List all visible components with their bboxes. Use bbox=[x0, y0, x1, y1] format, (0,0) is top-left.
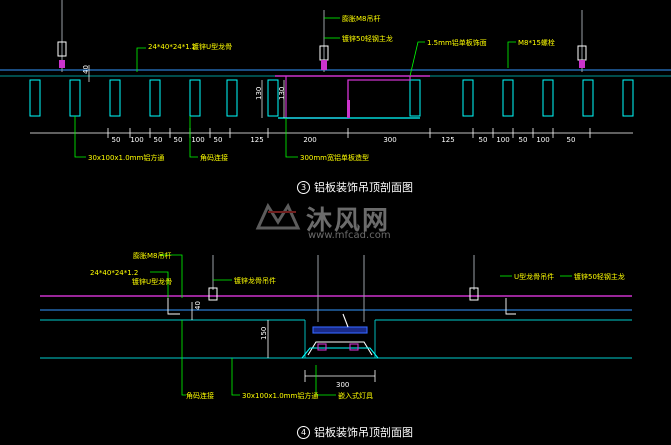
section-number: 3 bbox=[297, 180, 310, 194]
watermark-url: www.mfcad.com bbox=[308, 230, 391, 241]
label-edge: 角码连接 bbox=[186, 391, 214, 400]
trough-panel bbox=[278, 76, 420, 119]
label-keel-hanger: U型龙骨吊件 bbox=[514, 272, 554, 281]
label-alu-tube: 30x100x1.0mm铝方通 bbox=[88, 153, 164, 162]
dim-40: 40 bbox=[82, 65, 90, 74]
label-hanger-rod: 膨胀M8吊杆 bbox=[133, 251, 172, 260]
label-alu-panel: 1.5mm铝单板饰面 bbox=[427, 38, 487, 47]
dim-40: 40 bbox=[194, 301, 202, 310]
hanger-rods-2 bbox=[212, 255, 475, 322]
section-2-caption: 4 铝板装饰吊顶剖面图 bbox=[297, 424, 413, 440]
dim-130: 130 bbox=[278, 87, 286, 100]
dim-300: 300 bbox=[336, 381, 349, 389]
dim-label: 300 bbox=[383, 136, 396, 144]
section-title: 铝板装饰吊顶剖面图 bbox=[314, 426, 413, 439]
dim-label: 125 bbox=[441, 136, 454, 144]
dim-label: 50 bbox=[154, 136, 163, 144]
dim-label: 50 bbox=[567, 136, 576, 144]
section-2: 300 150 40 膨胀M8吊杆 24*40*24*1.2 镀锌U型龙骨 镀锌… bbox=[40, 251, 632, 400]
label-angle-spec: 24*40*24*1.2 bbox=[148, 43, 196, 51]
dim-label: 100 bbox=[191, 136, 204, 144]
label-trough: 300mm宽铝单板造型 bbox=[300, 153, 369, 162]
aluminium-tubes bbox=[29, 79, 634, 117]
dim-label: 50 bbox=[174, 136, 183, 144]
label-angle-name: 镀锌U型龙骨 bbox=[132, 277, 172, 286]
light-fixture bbox=[301, 313, 379, 359]
dimension-labels: 50 100 50 50 100 50 125 200 300 125 50 1… bbox=[112, 136, 576, 144]
label-angle-spec: 24*40*24*1.2 bbox=[90, 269, 138, 277]
section-number: 4 bbox=[297, 425, 310, 439]
section-1: 50 100 50 50 100 50 125 200 300 125 50 1… bbox=[0, 0, 671, 162]
leaders-2 bbox=[150, 254, 572, 396]
label-edge: 角码连接 bbox=[200, 153, 228, 162]
label-angle-name: 镀锌U型龙骨 bbox=[192, 42, 232, 51]
label-trough-light: 嵌入式灯具 bbox=[338, 391, 373, 400]
annotations: 膨胀M8吊杆 镀锌50轻钢主龙 1.5mm铝单板饰面 M8*15螺栓 24*40… bbox=[88, 14, 555, 162]
dim-130: 130 bbox=[255, 87, 263, 100]
section-title: 铝板装饰吊顶剖面图 bbox=[314, 181, 413, 194]
dim-label: 100 bbox=[536, 136, 549, 144]
watermark-name: 沐风网 bbox=[306, 206, 391, 236]
dim-label: 100 bbox=[130, 136, 143, 144]
dim-label: 50 bbox=[214, 136, 223, 144]
label-main-keel: 镀锌50轻钢主龙 bbox=[574, 272, 625, 281]
dim-label: 50 bbox=[479, 136, 488, 144]
label-main-keel: 镀锌50轻钢主龙 bbox=[342, 34, 393, 43]
dim-label: 50 bbox=[112, 136, 121, 144]
label-connector: 镀锌龙骨吊件 bbox=[234, 276, 276, 285]
section-1-caption: 3 铝板装饰吊顶剖面图 bbox=[297, 179, 413, 195]
label-hanger-rod: 膨胀M8吊杆 bbox=[342, 14, 381, 23]
label-alu-tube: 30x100x1.0mm铝方通 bbox=[242, 391, 318, 400]
dim-label: 100 bbox=[496, 136, 509, 144]
annotations-2: 膨胀M8吊杆 24*40*24*1.2 镀锌U型龙骨 镀锌龙骨吊件 U型龙骨吊件… bbox=[90, 251, 625, 400]
leaders bbox=[74, 17, 516, 158]
dim-label: 50 bbox=[519, 136, 528, 144]
label-bolt: M8*15螺栓 bbox=[518, 38, 555, 47]
watermark-logo bbox=[255, 202, 301, 230]
dim-label: 125 bbox=[250, 136, 263, 144]
dim-label: 200 bbox=[303, 136, 316, 144]
dim-150: 150 bbox=[260, 327, 268, 340]
